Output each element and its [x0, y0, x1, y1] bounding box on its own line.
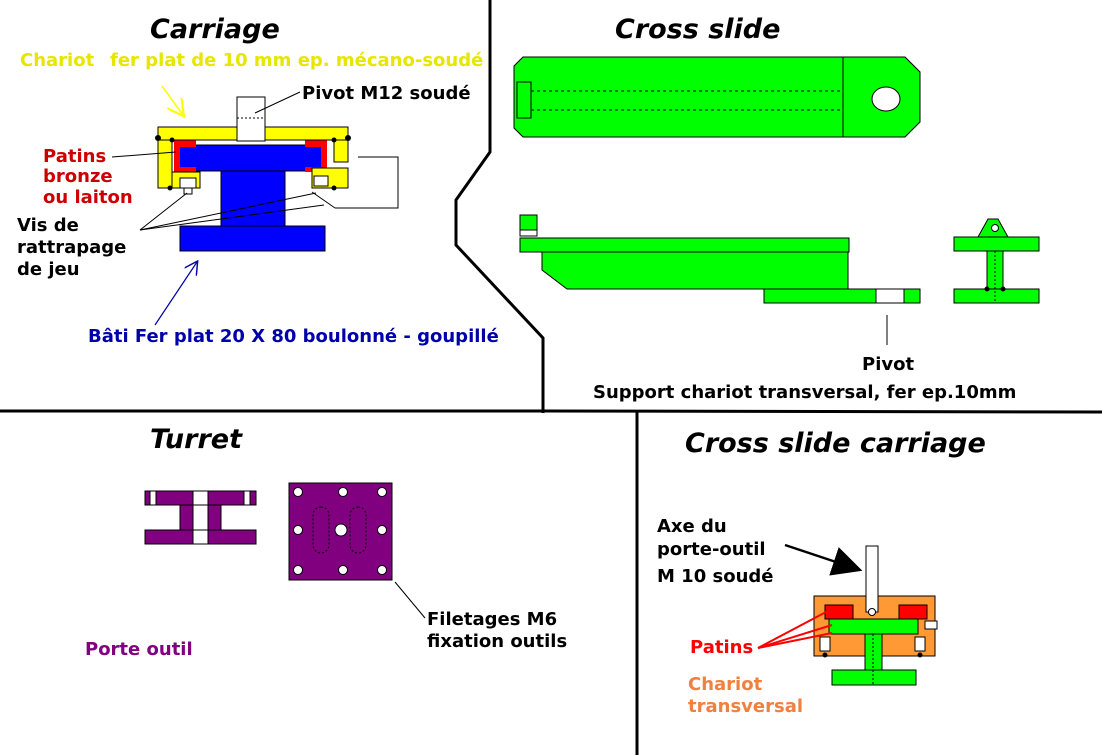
label-patins-1: Patins: [43, 146, 106, 167]
label-axe-2: porte-outil: [657, 539, 766, 560]
label-pivot-m12: Pivot M12 soudé: [302, 83, 471, 104]
label-vis-1: Vis de: [17, 215, 79, 236]
cross-slide-end-view: [953, 218, 1040, 304]
label-csc-patins: Patins: [690, 637, 753, 658]
label-axe-3: M 10 soudé: [657, 566, 773, 587]
label-patins-2: bronze: [43, 166, 113, 187]
label-vis-2: rattrapage: [17, 237, 126, 258]
screw-leader: [311, 191, 336, 209]
label-bati: Bâti Fer plat 20 X 80 boulonné - goupill…: [88, 326, 499, 347]
title-turret: Turret: [150, 424, 243, 455]
label-support-chariot: Support chariot transversal, fer ep.10mm: [593, 382, 1016, 403]
label-vis-3: de jeu: [17, 259, 80, 280]
title-cross-slide-carriage: Cross slide carriage: [685, 428, 986, 459]
cross-slide-top-view: [513, 56, 921, 138]
patins-arrows: [757, 611, 833, 649]
label-patins-3: ou laiton: [43, 187, 133, 208]
label-chariot: Chariot: [20, 50, 95, 71]
axe-arrow: [784, 543, 863, 576]
label-filetages-1: Filetages M6: [427, 609, 557, 630]
chariot-arrow: [161, 85, 183, 115]
label-cross-slide-pivot: Pivot: [862, 354, 914, 375]
label-filetages-2: fixation outils: [427, 631, 567, 652]
label-axe-1: Axe du: [657, 516, 727, 537]
title-cross-slide: Cross slide: [615, 14, 780, 45]
cross-slide-carriage-drawing: [813, 545, 938, 686]
bati-arrow: [154, 262, 197, 326]
label-fer-plat: fer plat de 10 mm ep. mécano-soudé: [110, 50, 483, 71]
turret-side-view: [144, 490, 257, 545]
title-carriage: Carriage: [150, 14, 280, 45]
label-chariot-1: Chariot: [688, 674, 763, 695]
label-chariot-2: transversal: [688, 696, 803, 717]
cross-slide-side-view: [519, 214, 921, 345]
turret-top-view: [288, 482, 426, 619]
label-porte-outil: Porte outil: [85, 639, 193, 660]
carriage-drawing: [111, 91, 399, 252]
